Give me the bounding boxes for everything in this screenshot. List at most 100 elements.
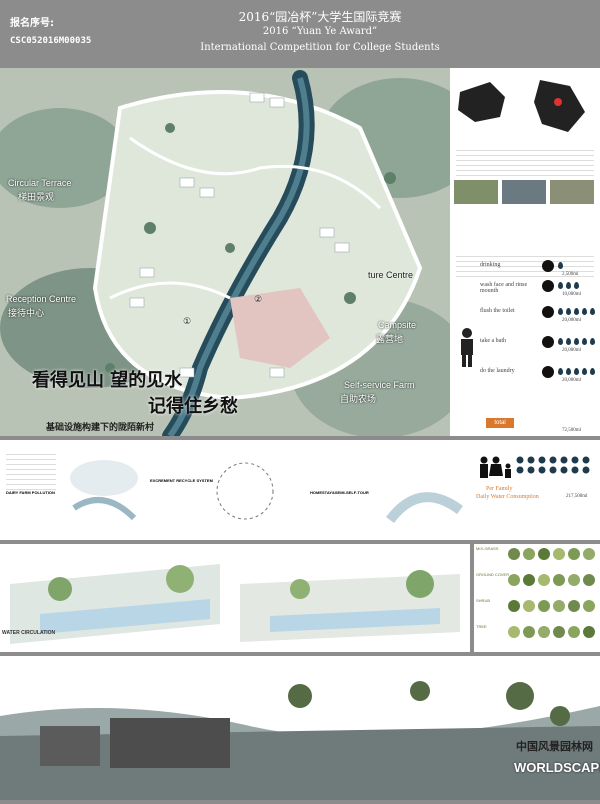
intro-text-block — [456, 146, 594, 180]
plant-sample — [553, 574, 565, 586]
plant-sample — [523, 574, 535, 586]
plant-sample — [568, 548, 580, 560]
site-logo-cn: 中国风景园林网 — [516, 740, 593, 753]
activity-value: 20,000ml — [562, 318, 582, 323]
label-circular-terrace: Circular Terrace — [8, 178, 72, 188]
plant-sample — [523, 600, 535, 612]
water-drop-icon — [558, 262, 563, 269]
plant-sample — [538, 574, 550, 586]
entry-number-label: 报名序号: — [10, 18, 54, 29]
plant-sample — [538, 626, 550, 638]
total-value: 72,500ml — [562, 428, 582, 433]
competition-subtitle-en: International Competition for College St… — [200, 42, 440, 53]
water-drop-icon — [574, 282, 579, 289]
site-photo-1 — [454, 180, 498, 204]
master-plan-map: Circular Terrace 梯田景观 Reception Centre 接… — [0, 68, 450, 436]
water-drop-icon — [560, 456, 568, 464]
plant-sample — [568, 600, 580, 612]
plant-sample — [583, 600, 595, 612]
plant-sample — [553, 626, 565, 638]
excrement-cycle-diagram — [216, 462, 274, 520]
analysis-text-block — [456, 252, 594, 280]
competition-title-cn: 2016“园冶杯”大学生国际竞赛 — [238, 10, 402, 24]
water-drop-icon — [582, 368, 587, 375]
water-drop-icon — [566, 338, 571, 345]
plant-sample — [553, 600, 565, 612]
activity-icon — [542, 336, 554, 348]
family-label-1: Per Family — [486, 486, 513, 492]
plant-row-label: SHRUB — [476, 598, 491, 603]
water-drop-icon — [590, 338, 595, 345]
water-drop-icon — [538, 456, 546, 464]
activity-icon — [542, 260, 554, 272]
plant-sample — [508, 600, 520, 612]
slogan-line-2: 记得住乡愁 — [148, 396, 238, 417]
plant-sample — [583, 574, 595, 586]
water-drop-icon — [574, 308, 579, 315]
plant-sample — [508, 548, 520, 560]
water-drop-icon — [549, 466, 557, 474]
elevation-drawing — [0, 681, 600, 800]
section-drawing — [10, 564, 460, 644]
plant-sample — [583, 548, 595, 560]
activity-label: take a bath — [480, 338, 506, 344]
label-self-service-farm: Self-service Farm — [344, 380, 415, 390]
water-circulation-title: WATER CIRCULATION — [2, 630, 56, 636]
label-campsite-cn: 露营地 — [376, 334, 404, 344]
water-drop-icon — [538, 466, 546, 474]
activity-value: 20,000ml — [562, 348, 582, 353]
section-perspective: WATER CIRCULATION — [0, 544, 470, 652]
plant-row-label: GROUND COVER — [476, 572, 510, 577]
map-drawing — [0, 68, 450, 436]
activity-icon — [542, 366, 554, 378]
water-drop-icon — [582, 308, 587, 315]
label-campsite: Campsite — [378, 320, 417, 330]
water-drop-icon — [582, 456, 590, 464]
plant-sample — [538, 600, 550, 612]
activity-label: drinking — [480, 262, 501, 268]
activity-icon — [542, 280, 554, 292]
family-label-2: Daily Water Consumption — [476, 494, 539, 500]
person-icon — [458, 328, 476, 368]
elevation-strip: 中国风景园林网 WORLDSCAPE — [0, 656, 600, 800]
water-drop-icon — [590, 368, 595, 375]
entry-code: CSC052016M00035 — [10, 36, 92, 46]
plant-sample — [508, 626, 520, 638]
water-drop-icon — [560, 466, 568, 474]
water-drop-icon — [558, 368, 563, 375]
water-drop-icon — [558, 282, 563, 289]
water-drop-icon — [582, 466, 590, 474]
excrement-title: EXCREMENT RECYCLE SYSTEM — [150, 478, 213, 483]
plant-sample — [568, 574, 580, 586]
water-drop-icon — [590, 308, 595, 315]
activity-value: 2,500ml — [562, 272, 579, 277]
location-map — [458, 80, 585, 132]
slogan-line-1: 看得见山 望的见水 — [32, 370, 183, 391]
activity-label: do the laundry — [480, 368, 515, 374]
plant-row-label: MIX-GRASS — [476, 546, 499, 551]
water-drop-icon — [571, 456, 579, 464]
plant-sample — [523, 626, 535, 638]
water-drop-icon — [527, 466, 535, 474]
water-drop-icon — [582, 338, 587, 345]
water-drop-icon — [558, 338, 563, 345]
family-water-drops — [516, 456, 590, 474]
family-value: 217,500ml — [566, 494, 588, 499]
total-badge: total — [486, 418, 514, 428]
water-drop-icon — [527, 456, 535, 464]
plant-sample — [553, 548, 565, 560]
worldscape-logo: WORLDSCAPE — [514, 760, 600, 775]
plant-sample — [583, 626, 595, 638]
activity-value: 20,000ml — [562, 378, 582, 383]
map-subtitle: 基础设施构建下的陇陌新村 — [46, 423, 155, 433]
homestay-title: HOMESTAY&SEMI-SELF-TOUR — [310, 490, 369, 495]
water-drop-icon — [566, 308, 571, 315]
plant-sample — [508, 574, 520, 586]
water-drop-icon — [574, 368, 579, 375]
activity-value: 10,000ml — [562, 292, 582, 297]
water-drop-icon — [516, 466, 524, 474]
marker-2: ② — [254, 294, 263, 304]
water-drop-icon — [516, 456, 524, 464]
water-drop-icon — [574, 338, 579, 345]
